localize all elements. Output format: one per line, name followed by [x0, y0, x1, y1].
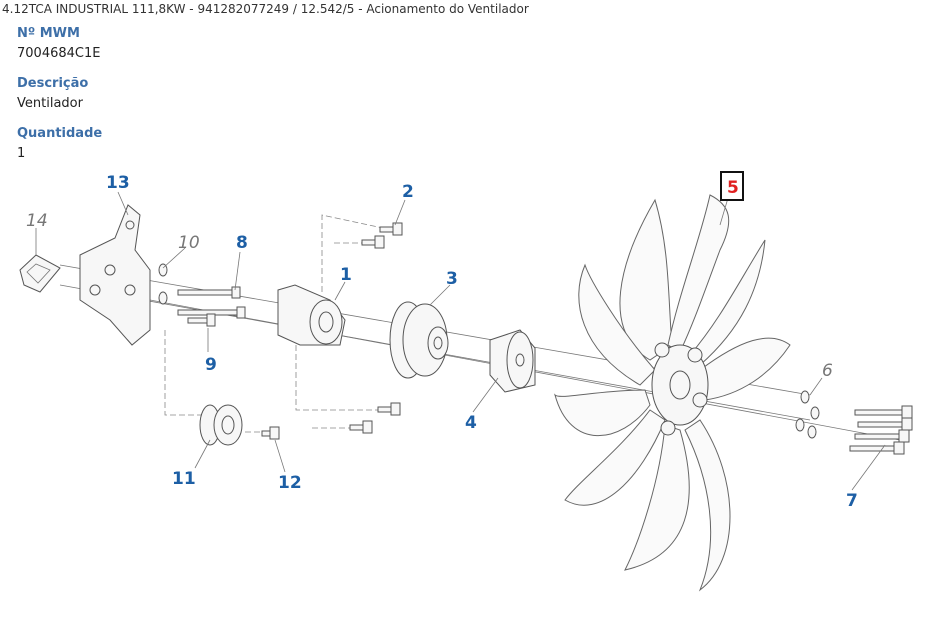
part-4-spacer — [489, 329, 536, 393]
callouts: 13 14 10 8 9 1 2 3 4 5 6 7 11 12 — [26, 171, 858, 511]
part-6-washers — [795, 390, 820, 439]
part-5-fan — [554, 194, 791, 592]
callout-7: 7 — [846, 491, 858, 511]
description-label: Descrição — [17, 76, 89, 91]
callout-5-highlight-box — [720, 171, 744, 201]
callout-10: 10 — [178, 233, 200, 253]
part-1-hub — [277, 284, 346, 346]
part-3-pulley — [389, 301, 449, 379]
part-11-idler-pulley — [199, 404, 243, 446]
part-7-bolts — [849, 405, 913, 455]
callout-14: 14 — [26, 211, 48, 231]
callout-2: 2 — [402, 182, 414, 202]
callout-12: 12 — [278, 473, 302, 493]
mwm-number-label: Nº MWM — [17, 26, 80, 41]
callout-3: 3 — [446, 269, 458, 289]
callout-8: 8 — [236, 233, 248, 253]
callout-1: 1 — [340, 265, 352, 285]
callout-4: 4 — [465, 413, 477, 433]
mwm-number-value: 7004684C1E — [17, 46, 101, 61]
callout-13: 13 — [106, 173, 130, 193]
exploded-parts-diagram: 13 14 10 8 9 1 2 3 4 5 6 7 11 12 — [19, 171, 913, 592]
screws-2 — [349, 222, 403, 434]
quantity-value: 1 — [17, 146, 26, 161]
callout-9: 9 — [205, 355, 217, 375]
quantity-label: Quantidade — [17, 126, 103, 141]
callout-6: 6 — [822, 361, 833, 381]
breadcrumb: 4.12TCA INDUSTRIAL 111,8KW - 94128207724… — [2, 2, 529, 16]
callout-leaders — [35, 191, 886, 491]
callout-11: 11 — [172, 469, 196, 489]
part-12-bolt — [261, 426, 280, 440]
callout-5: 5 — [727, 178, 739, 198]
part-14-bracket — [19, 254, 61, 293]
part-13-support — [79, 204, 151, 346]
bolts-8-9-10 — [158, 263, 246, 327]
description-value: Ventilador — [17, 96, 83, 111]
